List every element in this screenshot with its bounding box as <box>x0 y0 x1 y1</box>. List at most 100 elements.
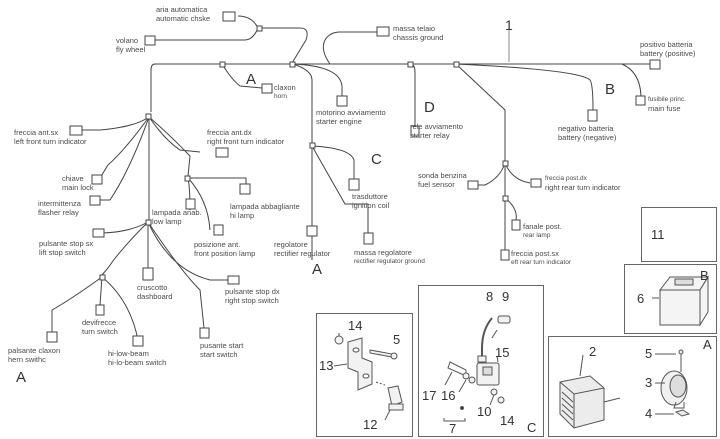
panel-letter-a: A <box>703 337 712 352</box>
junction-node <box>145 113 152 120</box>
junction-node <box>184 175 191 182</box>
group-letter-b: B <box>605 81 616 98</box>
connector-dashboard <box>142 267 154 281</box>
group-letter-a: A <box>246 71 257 88</box>
connector-automatic-choke <box>222 11 236 22</box>
connector-low-lamp <box>185 198 196 210</box>
battery-drawing <box>652 275 709 327</box>
part-number-11: 11 <box>651 227 665 242</box>
connector-front-position-lamp <box>213 224 224 236</box>
connector-main-fuse <box>635 95 646 106</box>
part-number-16: 16 <box>441 388 456 403</box>
bracket-panel <box>316 313 413 437</box>
connector-turn-switch <box>95 304 105 316</box>
connector-right-rear-turn <box>530 178 542 188</box>
part-number-9: 9 <box>502 289 510 304</box>
connector-left-rear-turn <box>500 249 510 261</box>
ignition-coil-panel <box>418 285 544 437</box>
connector-main-lock <box>91 174 103 185</box>
part-number-13: 13 <box>319 358 334 373</box>
junction-node <box>256 25 263 32</box>
part-number-8: 8 <box>486 289 494 304</box>
connector-starter-engine <box>336 95 348 107</box>
junction-node <box>502 195 509 202</box>
junction-node <box>453 61 460 68</box>
connector-rectifier-regulator-ground <box>363 232 374 245</box>
connector-flywheel <box>144 35 156 46</box>
label-front-position-lamp: posizione ant.front position lamp <box>194 240 256 258</box>
part-number-5: 5 <box>645 346 653 361</box>
battery-panel <box>624 264 717 334</box>
label-low-lamp: lampada anab.low lamp <box>152 208 202 226</box>
part-number-5: 5 <box>393 332 401 347</box>
connector-left-stop-switch <box>92 228 105 238</box>
connector-fuel-sensor <box>467 180 479 190</box>
connector-left-front-turn <box>69 125 83 136</box>
junction-node <box>289 61 296 68</box>
junction-node <box>99 274 106 281</box>
connector-chassis-ground <box>376 26 390 37</box>
connector-rear-lamp <box>511 219 521 231</box>
relay-panel <box>641 207 717 262</box>
label-main-fuse: fusibile princ.main fuse <box>648 96 686 113</box>
bracket-drawing <box>333 333 404 421</box>
connector-hi-lamp <box>239 183 251 195</box>
group-letter-a: A <box>16 369 27 386</box>
group-letter-a: A <box>312 261 323 278</box>
part-number-15: 15 <box>495 345 510 360</box>
connector-right-front-turn <box>215 147 229 158</box>
group-letter-d: D <box>424 99 435 116</box>
junction-node <box>219 61 226 68</box>
ignition-coil-drawing <box>443 315 511 422</box>
part-number-7: 7 <box>449 421 457 436</box>
part-number-4: 4 <box>645 406 653 421</box>
panel-letter-b: B <box>700 268 709 283</box>
connector-flasher-relay <box>89 195 101 206</box>
regulator-panel <box>548 336 717 437</box>
connector-right-stop-switch <box>227 275 240 285</box>
main-harness-left-vertical <box>150 63 156 112</box>
connector-starter-relay <box>410 125 420 137</box>
regulator-horn-drawing <box>559 349 691 429</box>
junction-node <box>502 160 509 167</box>
connector-horn-switch <box>46 331 58 343</box>
part-number-10: 10 <box>477 404 492 419</box>
part-number-3: 3 <box>645 375 653 390</box>
part-number-14: 14 <box>500 413 515 428</box>
part-number-17: 17 <box>422 388 437 403</box>
connector-horn <box>261 83 273 94</box>
connector-battery-negative <box>587 109 598 122</box>
connector-start-switch <box>199 327 210 339</box>
main-harness-number: 1 <box>505 17 513 33</box>
part-number-12: 12 <box>363 417 378 432</box>
connector-rectifier-regulator <box>306 225 318 237</box>
junction-node <box>407 61 414 68</box>
connector-battery-positive <box>649 59 661 70</box>
part-number-2: 2 <box>589 344 597 359</box>
label-rear-lamp: fanale post.rear lamp <box>523 222 562 239</box>
part-number-14: 14 <box>348 318 363 333</box>
part-number-6: 6 <box>637 291 645 306</box>
group-letter-c: C <box>371 151 382 168</box>
